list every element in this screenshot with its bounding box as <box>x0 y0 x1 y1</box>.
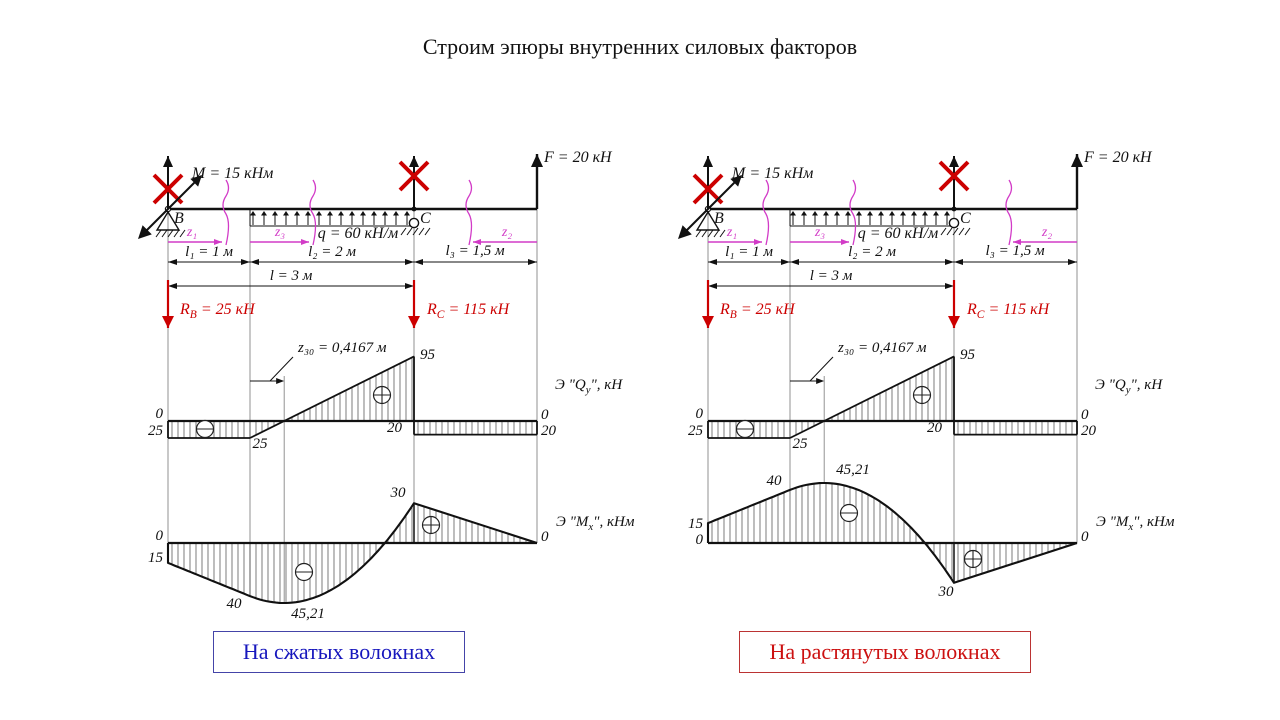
svg-text:0: 0 <box>1081 529 1089 545</box>
section-coordinates: z₁ z₃ z₂ <box>708 179 1077 246</box>
svg-text:95: 95 <box>960 347 976 363</box>
svg-text:z₃: z₃ <box>274 225 285 240</box>
svg-text:q = 60 кН/м: q = 60 кН/м <box>858 225 939 242</box>
svg-text:l = 3 м: l = 3 м <box>270 268 313 284</box>
svg-text:RC = 115 кН: RC = 115 кН <box>966 301 1051 321</box>
caption-stretched-fibers: На растянутых волокнах <box>739 631 1031 673</box>
svg-text:M = 15 кНм: M = 15 кНм <box>731 165 813 182</box>
svg-text:RC = 115 кН: RC = 115 кН <box>426 301 511 321</box>
svg-text:z₃₀ = 0,4167 м: z₃₀ = 0,4167 м <box>297 340 387 356</box>
svg-text:Э "Qy", кН: Э "Qy", кН <box>555 377 623 396</box>
svg-text:B: B <box>174 210 184 227</box>
svg-text:30: 30 <box>390 485 407 501</box>
svg-text:0: 0 <box>1081 407 1089 423</box>
svg-text:Э "Qy", кН: Э "Qy", кН <box>1095 377 1163 396</box>
page-title: Строим эпюры внутренних силовых факторов <box>422 34 858 59</box>
svg-text:q = 60 кН/м: q = 60 кН/м <box>318 225 399 242</box>
svg-text:40: 40 <box>227 596 243 612</box>
svg-text:0: 0 <box>541 407 549 423</box>
svg-text:15: 15 <box>148 550 164 566</box>
svg-text:l₁ = 1 м: l₁ = 1 м <box>725 244 773 260</box>
svg-text:0: 0 <box>696 406 704 422</box>
dimension-lines: l₁ = 1 м l₂ = 2 м l₃ = 1,5 м l = 3 м <box>708 243 1077 289</box>
svg-text:25: 25 <box>253 436 269 452</box>
svg-text:45,21: 45,21 <box>836 462 870 478</box>
reaction-arrows: RB = 25 кН RC = 115 кН <box>162 280 511 328</box>
svg-text:25: 25 <box>793 436 809 452</box>
reference-lines <box>167 209 538 603</box>
svg-text:M = 15 кНм: M = 15 кНм <box>191 165 273 182</box>
caption-compressed-fibers: На сжатых волокнах <box>213 631 465 673</box>
svg-text:z₃: z₃ <box>814 225 825 240</box>
svg-text:0: 0 <box>156 528 164 544</box>
svg-text:RB = 25 кН: RB = 25 кН <box>179 301 256 321</box>
svg-text:l₃ = 1,5 м: l₃ = 1,5 м <box>445 243 505 259</box>
svg-text:C: C <box>420 210 431 227</box>
svg-text:Э "Mx", кНм: Э "Mx", кНм <box>1096 514 1175 533</box>
svg-text:0: 0 <box>696 532 704 548</box>
svg-text:15: 15 <box>688 516 704 532</box>
svg-text:z₁: z₁ <box>186 225 197 240</box>
svg-text:20: 20 <box>541 423 557 439</box>
svg-text:F = 20 кН: F = 20 кН <box>543 149 613 166</box>
svg-text:0: 0 <box>156 406 164 422</box>
svg-text:z₁: z₁ <box>726 225 737 240</box>
svg-text:l₃ = 1,5 м: l₃ = 1,5 м <box>985 243 1045 259</box>
svg-text:z₃₀ = 0,4167 м: z₃₀ = 0,4167 м <box>837 340 927 356</box>
section-coordinates: z₁ z₃ z₂ <box>168 179 537 246</box>
reference-lines <box>707 209 1078 583</box>
svg-text:l₂ = 2 м: l₂ = 2 м <box>848 244 896 260</box>
svg-text:z₂: z₂ <box>501 225 512 240</box>
svg-text:B: B <box>714 210 724 227</box>
svg-text:F = 20 кН: F = 20 кН <box>1083 149 1153 166</box>
svg-text:l₂ = 2 м: l₂ = 2 м <box>308 244 356 260</box>
svg-text:40: 40 <box>767 473 783 489</box>
svg-text:Э "Mx", кНм: Э "Mx", кНм <box>556 514 635 533</box>
svg-text:25: 25 <box>688 423 704 439</box>
beam-schematic: q = 60 кН/м B C M = 15 кНм F = 20 кН <box>138 149 613 242</box>
svg-text:RB = 25 кН: RB = 25 кН <box>719 301 796 321</box>
svg-text:l = 3 м: l = 3 м <box>810 268 853 284</box>
svg-text:C: C <box>960 210 971 227</box>
svg-text:20: 20 <box>927 420 943 436</box>
svg-text:20: 20 <box>387 420 403 436</box>
svg-text:20: 20 <box>1081 423 1097 439</box>
dimension-lines: l₁ = 1 м l₂ = 2 м l₃ = 1,5 м l = 3 м <box>168 243 537 289</box>
svg-text:25: 25 <box>148 423 164 439</box>
svg-text:z₂: z₂ <box>1041 225 1052 240</box>
beam-schematic: q = 60 кН/м B C M = 15 кНм F = 20 кН <box>678 149 1153 242</box>
svg-text:0: 0 <box>541 529 549 545</box>
moment-arrow <box>678 175 742 239</box>
svg-text:45,21: 45,21 <box>291 606 325 622</box>
svg-text:l₁ = 1 м: l₁ = 1 м <box>185 244 233 260</box>
bending-moment-plot: 0 15 40 45,21 30 0 Э "Mx", кНм <box>148 485 635 622</box>
svg-text:95: 95 <box>420 347 436 363</box>
reaction-arrows: RB = 25 кН RC = 115 кН <box>702 280 1051 328</box>
svg-text:30: 30 <box>938 584 955 600</box>
